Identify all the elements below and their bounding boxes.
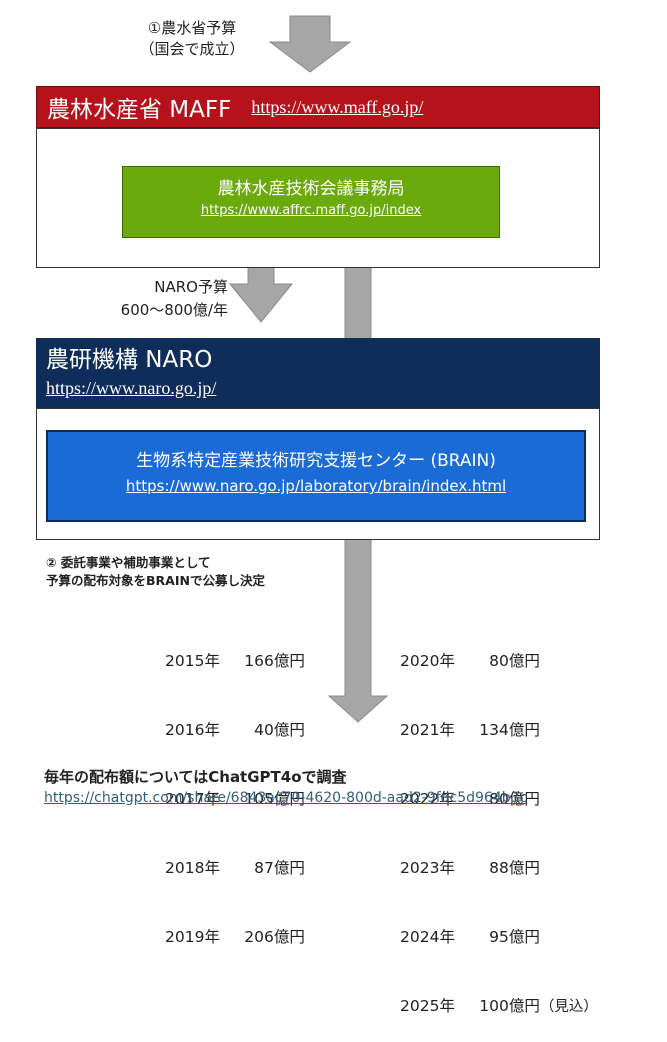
budget-year: 2016年 — [165, 721, 220, 739]
budget-amount: 40億円 — [254, 721, 305, 739]
budget-row: 2020年 80億円 — [400, 650, 598, 673]
budget-year: 2023年 — [400, 859, 455, 877]
naro-budget-line1: NARO予算 — [154, 278, 228, 296]
budget-row: 2021年 134億円 — [400, 719, 598, 742]
brain-box: 生物系特定産業技術研究支援センター (BRAIN) https://www.na… — [46, 430, 586, 522]
budget-year: 2022年 — [400, 790, 455, 808]
budget-row: 2018年 87億円 — [165, 857, 305, 880]
budget-year: 2020年 — [400, 652, 455, 670]
budget-year: 2025年 — [400, 997, 455, 1015]
budget-amount: 88億円 — [489, 859, 540, 877]
budget-year: 2018年 — [165, 859, 220, 877]
budget-amount: 80億円 — [489, 652, 540, 670]
budget-amount: 95億円 — [489, 928, 540, 946]
budget-year: 2015年 — [165, 652, 220, 670]
chatgpt-share-link[interactable]: https://chatgpt.com/share/6843ac70-4620-… — [44, 790, 528, 806]
budget-amount: 134億円 — [479, 721, 540, 739]
naro-name: 農研機構 NARO — [46, 347, 213, 373]
top-budget-note: ①農水省予算 （国会で成立） — [112, 18, 272, 60]
budget-amount: 87億円 — [254, 859, 305, 877]
budget-year: 2019年 — [165, 928, 220, 946]
budget-flow-arrow-top — [268, 15, 352, 73]
budget-row: 2023年 88億円 — [400, 857, 598, 880]
budget-amount: 80億円 — [489, 790, 540, 808]
budget-list-right: 2020年 80億円 2021年 134億円 2022年 80億円 2023年 … — [400, 604, 598, 1042]
budget-year: 2021年 — [400, 721, 455, 739]
budget-row: 2016年 40億円 — [165, 719, 305, 742]
affrc-name: 農林水産技術会議事務局 — [217, 179, 405, 199]
footer-title: 毎年の配布額についてはChatGPT4oで調査 — [44, 768, 347, 786]
maff-url-link[interactable]: https://www.maff.go.jp/ — [251, 96, 424, 117]
budget-estimate-note: （見込） — [539, 999, 598, 1015]
top-note-line1: ①農水省予算 — [147, 19, 237, 37]
commission-line2: 予算の配布対象をBRAINで公募し決定 — [46, 573, 265, 588]
budget-amount: 206億円 — [244, 928, 305, 946]
affrc-url-link[interactable]: https://www.affrc.maff.go.jp/index — [200, 203, 422, 218]
commission-note: ② 委託事業や補助事業として 予算の配布対象をBRAINで公募し決定 — [46, 554, 265, 590]
maff-header: 農林水産省 MAFF https://www.maff.go.jp/ — [36, 86, 600, 128]
budget-row: 2017年 105億円 — [165, 788, 305, 811]
naro-url-link[interactable]: https://www.naro.go.jp/ — [46, 378, 217, 398]
top-note-line2: （国会で成立） — [139, 40, 245, 58]
budget-amount: 166億円 — [244, 652, 305, 670]
budget-row: 2015年 166億円 — [165, 650, 305, 673]
budget-amount: 105億円 — [244, 790, 305, 808]
brain-url-link[interactable]: https://www.naro.go.jp/laboratory/brain/… — [125, 477, 507, 495]
maff-name: 農林水産省 MAFF — [47, 97, 232, 123]
budget-year: 2024年 — [400, 928, 455, 946]
budget-row: 2022年 80億円 — [400, 788, 598, 811]
budget-row: 2025年 100億円（見込） — [400, 995, 598, 1019]
naro-budget-line2: 600～800億/年 — [120, 301, 228, 319]
budget-amount: 100億円 — [479, 997, 540, 1015]
budget-row: 2019年 206億円 — [165, 926, 305, 949]
affrc-box: 農林水産技術会議事務局 https://www.affrc.maff.go.jp… — [122, 166, 500, 238]
brain-name: 生物系特定産業技術研究支援センター (BRAIN) — [136, 451, 496, 471]
naro-budget-note: NARO予算 600～800億/年 — [58, 276, 228, 322]
naro-header: 農研機構 NARO https://www.naro.go.jp/ — [36, 338, 600, 408]
budget-row: 2024年 95億円 — [400, 926, 598, 949]
budget-list-left: 2015年 166億円 2016年 40億円 2017年 105億円 2018年… — [165, 604, 305, 972]
budget-year: 2017年 — [165, 790, 220, 808]
commission-line1: ② 委託事業や補助事業として — [46, 555, 211, 570]
